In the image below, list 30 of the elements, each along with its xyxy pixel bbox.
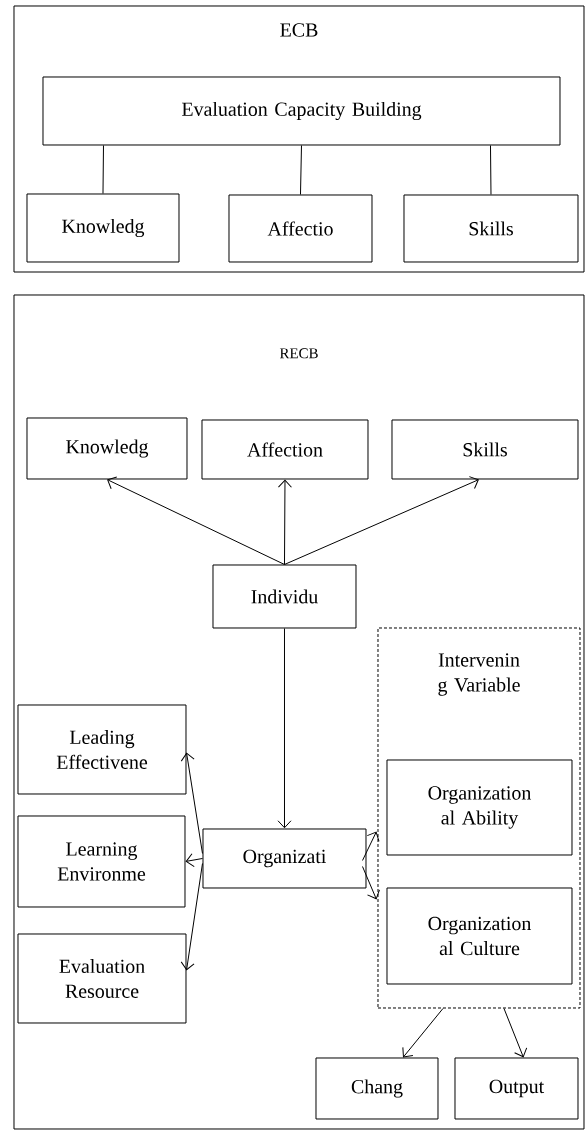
arrow xyxy=(185,853,203,868)
concept-box: Knowledg xyxy=(26,193,180,263)
arrow xyxy=(277,628,292,829)
connector-line xyxy=(102,145,104,194)
concept-box: Chang xyxy=(315,1057,439,1120)
arrow xyxy=(107,476,285,565)
concept-box: Learning Environme xyxy=(17,815,186,908)
connector-line xyxy=(490,145,492,195)
concept-box: Evaluation Capacity Building xyxy=(42,76,561,146)
concept-box: Individu xyxy=(212,564,357,629)
concept-box: Evaluation Resource xyxy=(17,933,187,1024)
concept-box: Organization al Ability xyxy=(386,759,573,856)
arrow xyxy=(503,1008,528,1058)
arrow xyxy=(284,476,479,565)
concept-box: Knowledg xyxy=(26,417,188,480)
connector-line xyxy=(300,145,302,195)
arrow xyxy=(402,1008,444,1058)
concept-box: Skills xyxy=(403,194,579,263)
arrow xyxy=(180,752,203,854)
concept-box: Affection xyxy=(201,419,369,480)
concept-box: Leading Effectivene xyxy=(17,704,187,795)
arrow xyxy=(362,831,380,861)
concept-box: Output xyxy=(454,1057,579,1120)
arrow xyxy=(277,479,292,565)
concept-box: Organization al Culture xyxy=(386,887,573,985)
concept-box: Skills xyxy=(391,419,579,480)
concept-box: Organizati xyxy=(202,828,367,889)
arrow xyxy=(362,866,380,900)
arrow xyxy=(180,863,203,971)
concept-box: Affectio xyxy=(228,194,373,263)
